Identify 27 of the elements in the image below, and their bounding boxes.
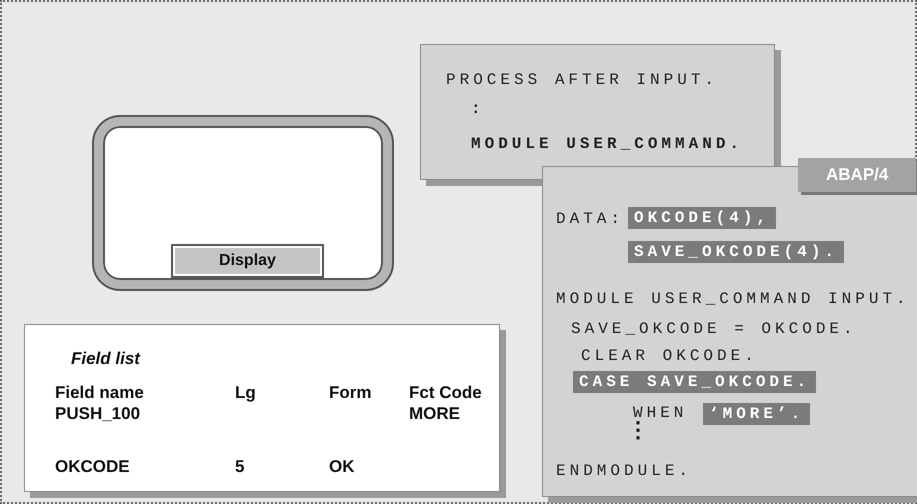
table-cell: MORE — [409, 404, 460, 424]
highlighted-code: ‘MORE’. — [703, 403, 810, 425]
language-tag: ABAP/4 — [798, 158, 916, 192]
code-line: SAVE_OKCODE = OKCODE. — [571, 320, 857, 338]
table-title: Field list — [71, 349, 140, 369]
table-cell: Fct Code — [409, 383, 482, 403]
table-cell: OK — [329, 457, 354, 477]
code-line: WHEN — [633, 404, 688, 422]
code-line: ⋮ — [627, 421, 649, 443]
code-line: MODULE USER_COMMAND INPUT. — [556, 290, 910, 308]
screen-frame — [94, 117, 392, 289]
table-cell: PUSH_100 — [55, 404, 140, 424]
table-cell: Field name — [55, 383, 144, 403]
code-line: CLEAR OKCODE. — [581, 347, 758, 365]
code-line: MODULE USER_COMMAND. — [471, 135, 744, 153]
table-cell: Lg — [235, 383, 256, 403]
highlighted-code: CASE SAVE_OKCODE. — [573, 371, 816, 393]
highlighted-code: OKCODE(4), — [628, 207, 776, 229]
display-button: Display — [171, 244, 324, 278]
table-cell: OKCODE — [55, 457, 130, 477]
highlighted-code: SAVE_OKCODE(4). — [628, 241, 844, 263]
code-line: DATA: — [556, 210, 624, 228]
code-line: PROCESS AFTER INPUT. — [446, 71, 718, 89]
table-cell: Form — [329, 383, 372, 403]
code-line: : — [471, 100, 485, 118]
table-cell: 5 — [235, 457, 244, 477]
code-line: ENDMODULE. — [556, 462, 692, 480]
